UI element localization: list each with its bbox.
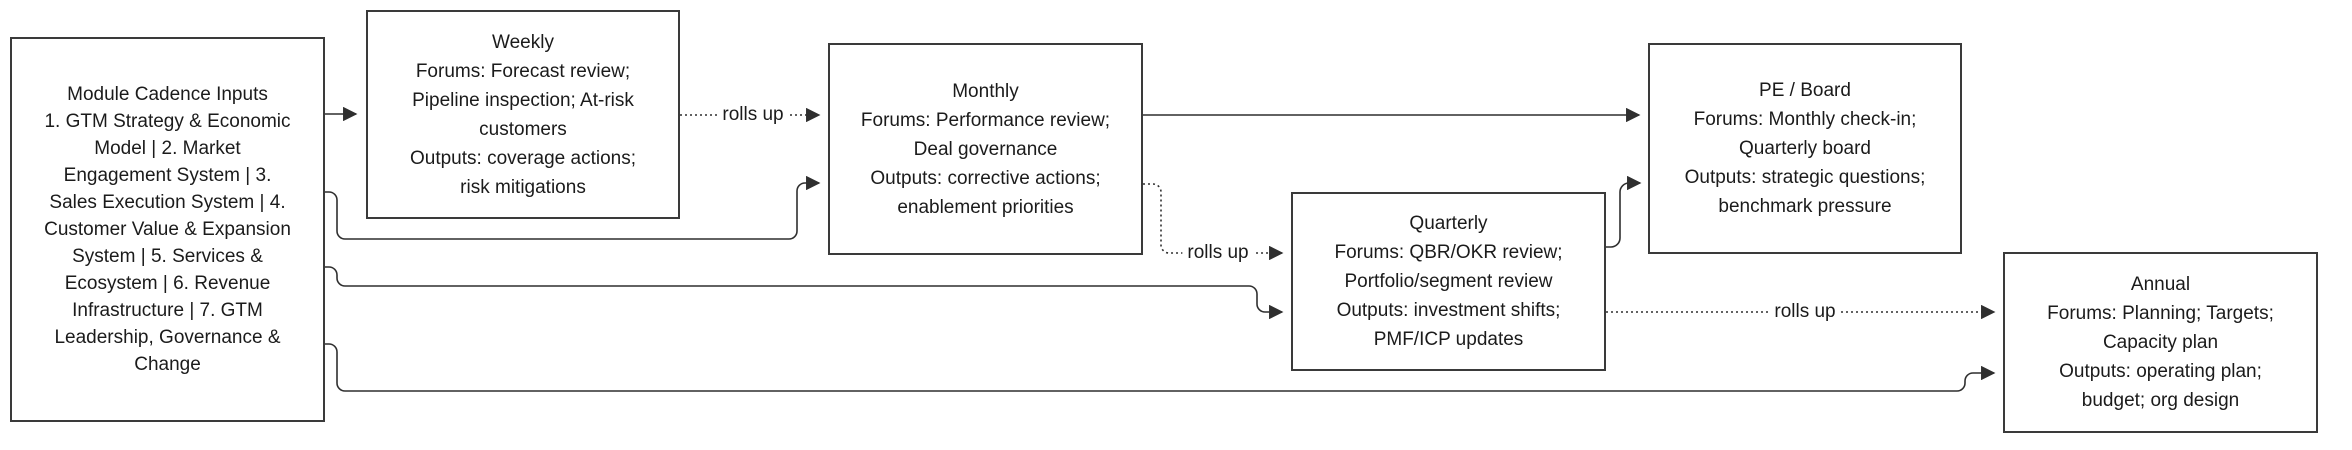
pe-board-node-title: PE / Board xyxy=(1759,80,1851,101)
annual-node-outputs: Outputs: operating plan; budget; org des… xyxy=(2059,361,2262,411)
weekly-node-outputs: Outputs: coverage actions; risk mitigati… xyxy=(409,147,636,198)
inputs-node-body: 1. GTM Strategy & Economic Model | 2. Ma… xyxy=(44,111,291,375)
weekly-node: Weekly Forums: Forecast review; Pipeline… xyxy=(366,10,680,219)
rolls-up-label-weekly-monthly: rolls up xyxy=(717,103,789,127)
rolls-up-label-quarterly-annual: rolls up xyxy=(1769,300,1841,324)
monthly-node: Monthly Forums: Performance review; Deal… xyxy=(828,43,1143,255)
quarterly-node-outputs: Outputs: investment shifts; PMF/ICP upda… xyxy=(1336,300,1561,350)
annual-node-forums: Forums: Planning; Targets; Capacity plan xyxy=(2047,303,2274,353)
inputs-node-title: Module Cadence Inputs xyxy=(67,84,268,105)
rolls-up-label-monthly-quarterly: rolls up xyxy=(1182,241,1254,265)
annual-node: Annual Forums: Planning; Targets; Capaci… xyxy=(2003,252,2318,433)
edge-inputs-annual xyxy=(325,343,1996,392)
pe-board-node: PE / Board Forums: Monthly check-in; Qua… xyxy=(1648,43,1962,254)
pe-board-node-outputs: Outputs: strategic questions; benchmark … xyxy=(1684,167,1926,217)
annual-node-title: Annual xyxy=(2130,274,2191,295)
quarterly-node-title: Quarterly xyxy=(1409,213,1488,234)
monthly-node-title: Monthly xyxy=(952,80,1019,102)
edge-inputs-monthly xyxy=(325,175,821,240)
weekly-node-forums: Forums: Forecast review; Pipeline inspec… xyxy=(412,60,634,140)
quarterly-node: Quarterly Forums: QBR/OKR review; Portfo… xyxy=(1291,192,1606,371)
monthly-node-outputs: Outputs: corrective actions; enablement … xyxy=(870,167,1101,218)
edge-inputs-quarterly xyxy=(325,266,1284,320)
edge-quarterly-pe-board xyxy=(1606,175,1642,248)
weekly-node-title: Weekly xyxy=(492,31,554,53)
edge-monthly-quarterly xyxy=(1143,183,1284,261)
monthly-node-forums: Forums: Performance review; Deal governa… xyxy=(860,109,1111,160)
quarterly-node-forums: Forums: QBR/OKR review; Portfolio/segmen… xyxy=(1334,242,1563,292)
pe-board-node-forums: Forums: Monthly check-in; Quarterly boar… xyxy=(1693,109,1917,159)
module-cadence-inputs-node: Module Cadence Inputs 1. GTM Strategy & … xyxy=(10,37,325,422)
